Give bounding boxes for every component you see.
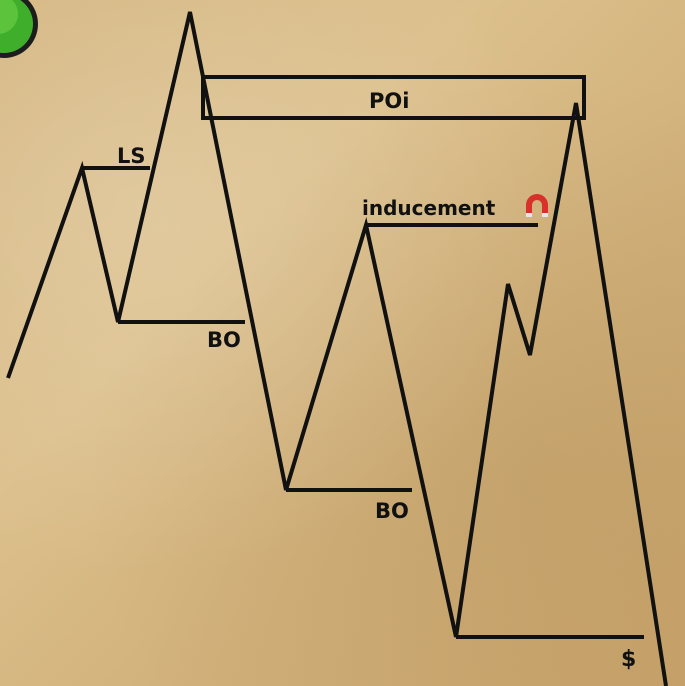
ls-label: LS — [117, 144, 146, 168]
inducement-label: inducement — [362, 196, 496, 220]
bo-label-1: BO — [207, 328, 241, 352]
poi-label: POi — [369, 89, 409, 113]
poi-zone-box — [201, 75, 586, 120]
magnet-icon — [526, 194, 548, 217]
green-check-icon — [0, 0, 38, 58]
bo-label-2: BO — [375, 499, 409, 523]
dollar-label: $ — [621, 647, 636, 672]
price-path-line — [6, 11, 668, 686]
